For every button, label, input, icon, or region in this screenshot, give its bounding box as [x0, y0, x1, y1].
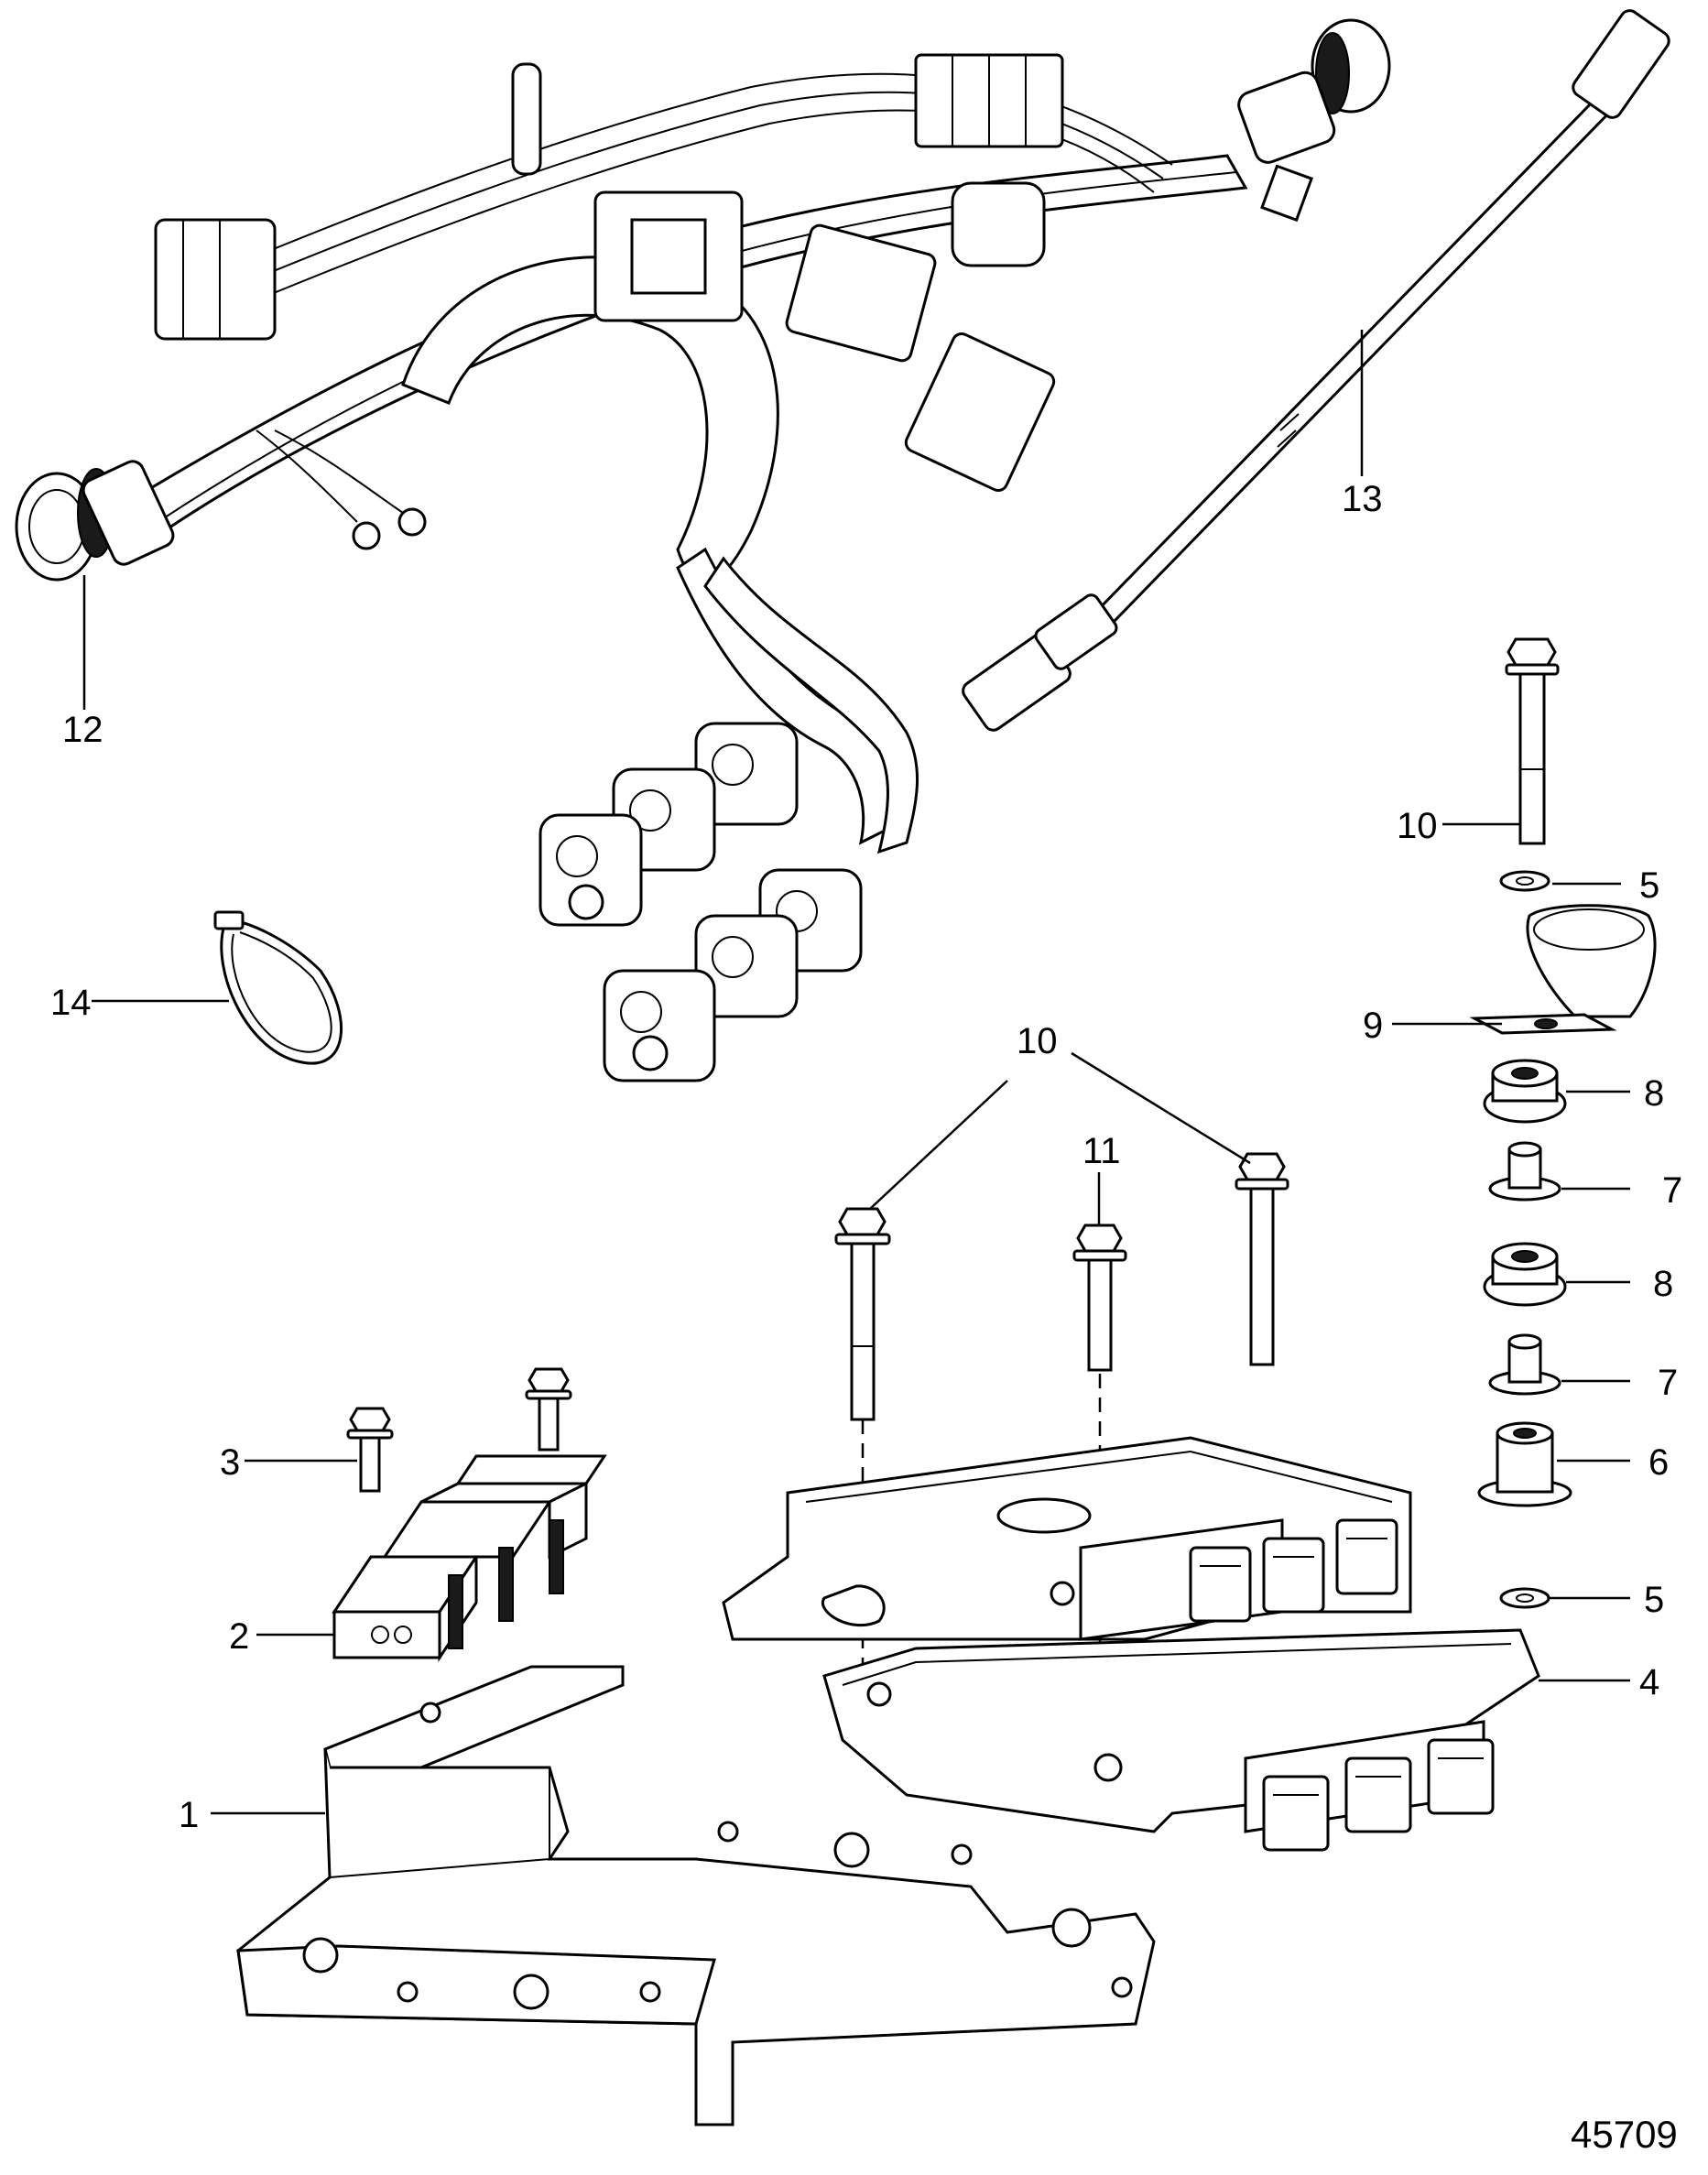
bolt-icon [1505, 637, 1560, 845]
callout-5-bottom: 5 [1644, 1580, 1664, 1620]
callout-9: 9 [1363, 1006, 1383, 1046]
callout-1: 1 [179, 1795, 199, 1835]
bushing-icon [1488, 1141, 1561, 1202]
mounting-bracket-icon [236, 1665, 1156, 2126]
wiring-harness-icon [15, 18, 1391, 1082]
ecm-module-icon [722, 1436, 1540, 1852]
callout-10-center: 10 [1017, 1021, 1058, 1061]
bolt-icon [1235, 1152, 1289, 1366]
callout-12: 12 [62, 710, 103, 750]
callout-8-top: 8 [1644, 1073, 1664, 1114]
callout-7-top: 7 [1662, 1170, 1682, 1211]
bolt-icon [346, 1407, 394, 1493]
bolt-icon [834, 1207, 891, 1421]
callout-13: 13 [1342, 479, 1383, 519]
spacer-icon [1477, 1421, 1572, 1507]
callout-14: 14 [50, 983, 92, 1023]
callout-2: 2 [229, 1616, 249, 1657]
bolt-icon [1072, 1223, 1127, 1372]
callout-7-bottom: 7 [1658, 1363, 1678, 1403]
callout-5-top: 5 [1639, 865, 1659, 906]
callout-6: 6 [1648, 1442, 1669, 1483]
cable-tie-icon [213, 910, 343, 1065]
washer-icon [1499, 870, 1550, 892]
callout-10-top: 10 [1397, 806, 1438, 846]
extension-harness-icon [962, 9, 1670, 732]
callout-3: 3 [220, 1442, 240, 1483]
clamp-icon [1469, 904, 1657, 1035]
leader-lines [82, 330, 1630, 1815]
injector-connectors [539, 722, 863, 1082]
callout-8-bottom: 8 [1653, 1264, 1673, 1304]
bolt-icon [525, 1367, 572, 1452]
bushing-icon [1488, 1333, 1561, 1396]
callout-11: 11 [1082, 1131, 1121, 1171]
figure-number: 45709 [1571, 2113, 1678, 2156]
grommet-icon [1483, 1059, 1567, 1124]
washer-icon [1499, 1587, 1550, 1609]
heat-sink-icon [332, 1454, 607, 1662]
grommet-icon [1483, 1242, 1567, 1307]
callout-4: 4 [1639, 1662, 1659, 1702]
